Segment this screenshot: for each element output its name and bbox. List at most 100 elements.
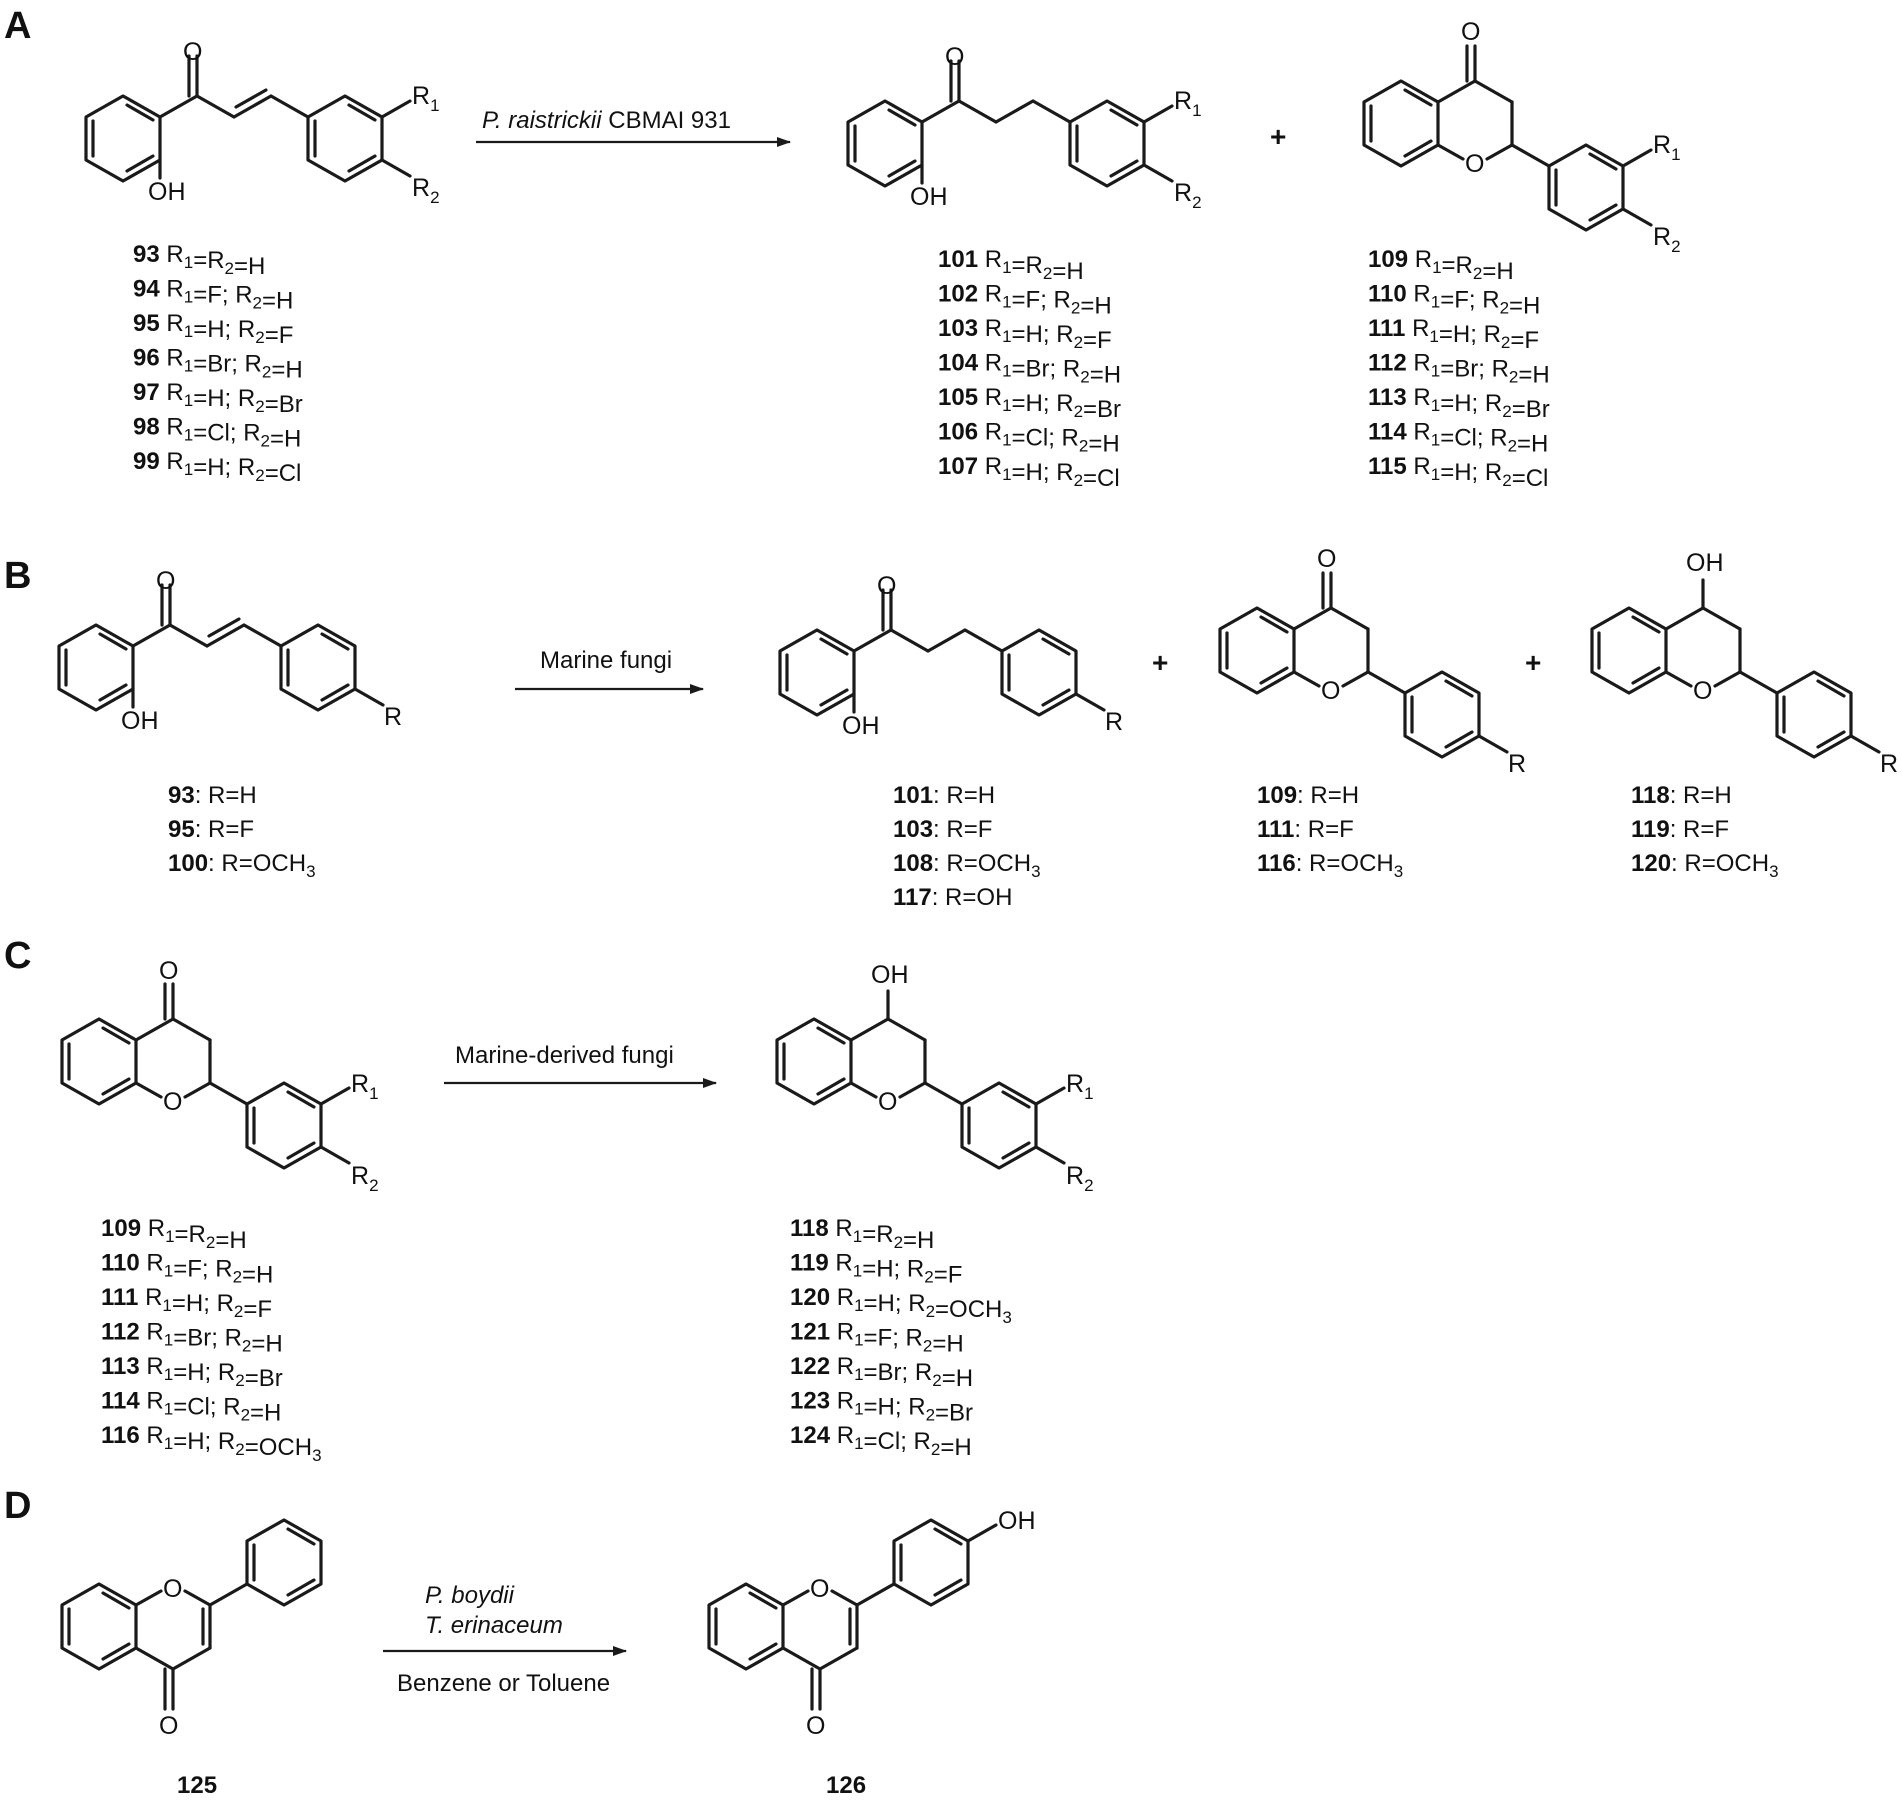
a-reactant-r1: R1: [412, 82, 440, 115]
panel-label-d: D: [4, 1485, 31, 1527]
compound-label: 114 R1=Cl; R2=H: [101, 1388, 281, 1427]
compound-label: 111: R=F: [1257, 816, 1354, 843]
c-reactant-r1: R1: [351, 1070, 379, 1103]
b-product3-r: R: [1880, 750, 1898, 778]
compound-label: 95 R1=H; R2=F: [133, 310, 293, 349]
b-reactant-label-list: 93: R=H 95: R=F 100: R=OCH3: [168, 782, 316, 881]
b-product3-oh: OH: [1686, 549, 1724, 577]
a-product2-carbonyl-o: O: [1461, 18, 1480, 46]
compound-label: 101 R1=R2=H: [938, 246, 1084, 285]
c-product-ring-o: O: [878, 1088, 897, 1116]
compound-label: 118 R1=R2=H: [790, 1215, 934, 1254]
compound-label: 113 R1=H; R2=Br: [101, 1353, 283, 1392]
b-product1-carbonyl-o: O: [877, 572, 896, 600]
a-product2-r1: R1: [1653, 131, 1681, 164]
compound-label: 108: R=OCH3: [893, 850, 1041, 881]
c-product-flavan-4-ol: [775, 989, 1066, 1170]
a-reactant-carbonyl-o: O: [183, 38, 202, 66]
compound-label: 94 R1=F; R2=H: [133, 276, 293, 315]
b-product3-ring-o: O: [1693, 677, 1712, 705]
b-product-flavanone: [1218, 571, 1509, 759]
b-product1-oh: OH: [842, 712, 880, 740]
compound-label: 110 R1=F; R2=H: [1368, 281, 1540, 320]
compound-label: 106 R1=Cl; R2=H: [938, 419, 1120, 458]
a-reactant-oh: OH: [148, 178, 186, 206]
compound-label: 103: R=F: [893, 816, 992, 843]
a-product1-r2: R2: [1174, 179, 1202, 212]
compound-label: 117: R=OH: [893, 884, 1012, 911]
a-product-flavanone: [1362, 44, 1653, 232]
compound-label: 124 R1=Cl; R2=H: [790, 1422, 972, 1461]
compound-label: 119: R=F: [1631, 816, 1729, 843]
b-plus-sign-1: +: [1152, 647, 1168, 678]
compound-label: 93: R=H: [168, 782, 257, 809]
a-plus-sign: +: [1270, 121, 1286, 152]
compound-label: 109: R=H: [1257, 782, 1359, 809]
a-reactant-r2: R2: [412, 174, 440, 207]
compound-label: 102 R1=F; R2=H: [938, 281, 1112, 320]
d-reactant-ring-o: O: [163, 1575, 182, 1603]
b-reactant-chalcone: [57, 583, 385, 712]
compound-label: 105 R1=H; R2=Br: [938, 384, 1121, 423]
b-product-flavan-4-ol: [1590, 578, 1881, 759]
compound-label: 120 R1=H; R2=OCH3: [790, 1284, 1012, 1327]
a-product2-r2: R2: [1653, 223, 1681, 256]
compound-label: 99 R1=H; R2=Cl: [133, 448, 301, 487]
compound-label: 109 R1=R2=H: [1368, 246, 1514, 285]
compound-label: 109 R1=R2=H: [101, 1215, 247, 1254]
b-product2-label-list: 109: R=H 111: R=F 116: R=OCH3: [1257, 782, 1403, 881]
a-arrow-caption: P. raistrickii CBMAI 931: [482, 107, 731, 134]
compound-label: 96 R1=Br; R2=H: [133, 345, 303, 384]
c-product-oh: OH: [871, 961, 909, 989]
c-product-r2: R2: [1066, 1162, 1094, 1195]
compound-label: 112 R1=Br; R2=H: [1368, 350, 1550, 389]
compound-label: 111 R1=H; R2=F: [101, 1284, 272, 1323]
d-product-hydroxyflavone: [707, 1518, 998, 1711]
d-product-ring-o: O: [810, 1575, 829, 1603]
d-arrow-caption-2: T. erinaceum: [425, 1612, 563, 1639]
compound-label: 100: R=OCH3: [168, 850, 316, 881]
b-product-dihydrochalcone: [778, 588, 1106, 717]
a-reactant-label-list: 93 R1=R2=H94 R1=F; R2=H95 R1=H; R2=F96 R…: [133, 241, 303, 487]
compound-label: 95: R=F: [168, 816, 254, 843]
d-product-number: 126: [826, 1772, 866, 1799]
d-product-oh: OH: [998, 1507, 1036, 1535]
compound-label: 111 R1=H; R2=F: [1368, 315, 1539, 354]
d-reactant-flavone: [60, 1518, 323, 1711]
compound-label: 121 R1=F; R2=H: [790, 1319, 964, 1358]
compound-label: 116: R=OCH3: [1257, 850, 1403, 881]
compound-label: 104 R1=Br; R2=H: [938, 350, 1121, 389]
b-reactant-oh: OH: [121, 707, 159, 735]
b-reactant-r: R: [384, 703, 402, 731]
a-product1-carbonyl-o: O: [945, 43, 964, 71]
d-reactant-number: 125: [177, 1772, 217, 1799]
d-arrow-caption-below: Benzene or Toluene: [397, 1670, 610, 1697]
compound-label: 97 R1=H; R2=Br: [133, 379, 303, 418]
d-arrow-caption-1: P. boydii: [425, 1582, 515, 1609]
c-reactant-ring-o: O: [163, 1088, 182, 1116]
a-product2-ring-o: O: [1465, 150, 1484, 178]
a-reactant-chalcone: [84, 54, 412, 183]
b-arrow-caption: Marine fungi: [540, 647, 672, 674]
compound-label: 115 R1=H; R2=Cl: [1368, 453, 1548, 492]
b-plus-sign-2: +: [1525, 647, 1541, 678]
panel-label-c: C: [4, 935, 31, 977]
c-reactant-carbonyl-o: O: [159, 957, 178, 985]
b-product2-carbonyl-o: O: [1317, 545, 1336, 573]
compound-label: 112 R1=Br; R2=H: [101, 1319, 283, 1358]
b-product2-ring-o: O: [1321, 677, 1340, 705]
compound-label: 122 R1=Br; R2=H: [790, 1353, 973, 1392]
compound-label: 103 R1=H; R2=F: [938, 315, 1112, 354]
panel-label-b: B: [4, 555, 31, 597]
compound-label: 118: R=H: [1631, 782, 1732, 809]
compound-label: 120: R=OCH3: [1631, 850, 1779, 881]
compound-label: 114 R1=Cl; R2=H: [1368, 419, 1548, 458]
compound-label: 123 R1=H; R2=Br: [790, 1388, 973, 1427]
panel-label-a: A: [4, 5, 31, 47]
d-product-carbonyl-o: O: [806, 1712, 825, 1740]
d-reactant-carbonyl-o: O: [159, 1712, 178, 1740]
